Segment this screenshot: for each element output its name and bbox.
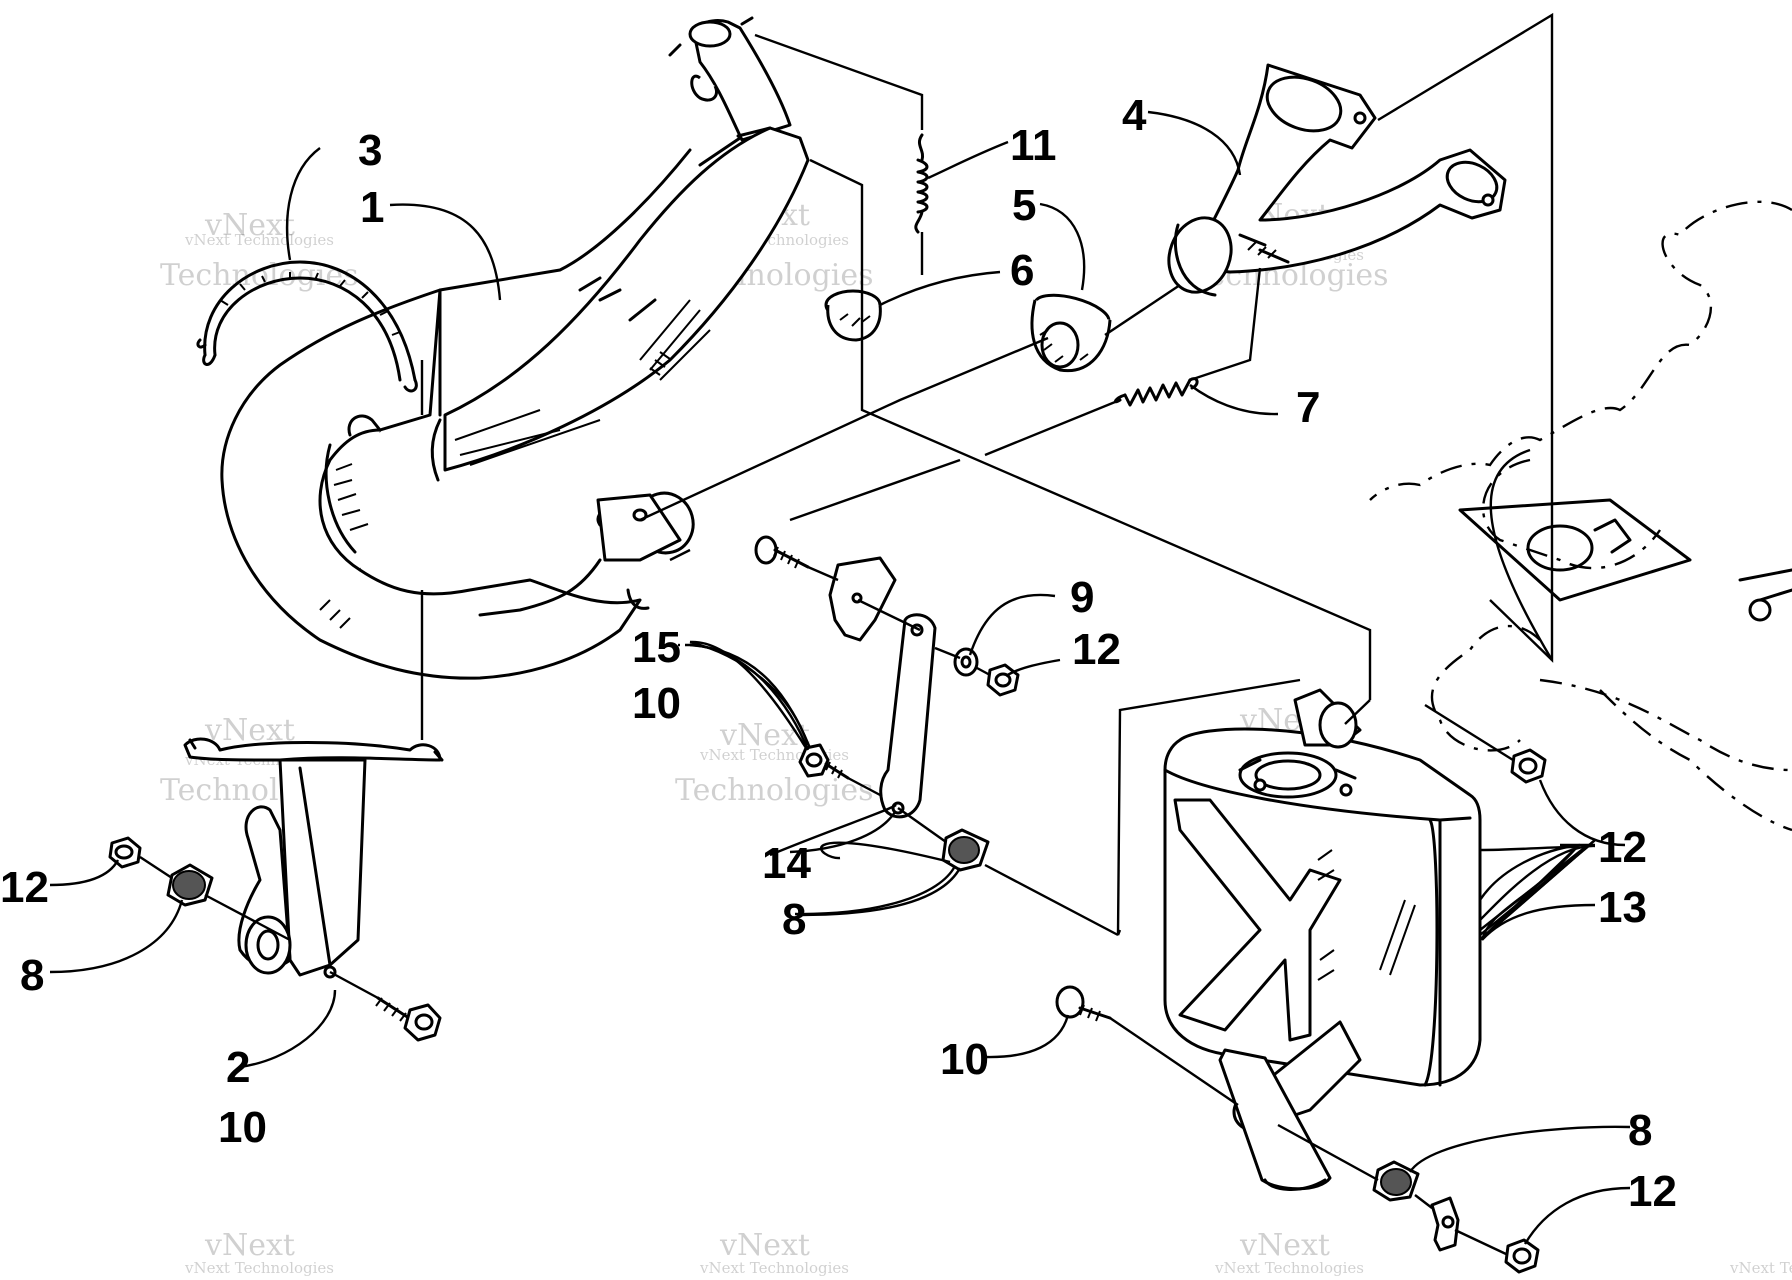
part-5-seal-ring bbox=[1030, 293, 1112, 373]
callout-8-mid: 8 bbox=[782, 895, 806, 944]
callout-3: 3 bbox=[358, 126, 382, 175]
callout-1: 1 bbox=[360, 183, 384, 232]
watermark-bottom: vNext vNext Technologies vNext vNext Tec… bbox=[184, 1228, 1792, 1277]
svg-text:vNext: vNext bbox=[719, 1228, 810, 1263]
part-7-spring bbox=[1113, 377, 1199, 407]
svg-text:vNext: vNext bbox=[204, 1228, 295, 1263]
callout-5: 5 bbox=[1012, 181, 1036, 230]
leader-lines bbox=[239, 110, 1596, 1069]
callout-10-right: 10 bbox=[940, 1035, 989, 1084]
svg-text:vNext Technologies: vNext Technologies bbox=[1729, 1259, 1792, 1277]
callout-9: 9 bbox=[1070, 573, 1094, 622]
part-clip bbox=[1430, 1196, 1460, 1252]
callout-12-mid: 12 bbox=[1072, 625, 1121, 674]
part-11-spring bbox=[914, 133, 929, 234]
reference-lines bbox=[1377, 12, 1554, 663]
part-8-bushing-middle bbox=[941, 828, 990, 872]
callout-10-left: 10 bbox=[218, 1103, 267, 1152]
svg-text:vNext Technologies: vNext Technologies bbox=[1214, 1259, 1364, 1277]
part-3-hook-band bbox=[196, 260, 418, 393]
part-6-grommet bbox=[824, 289, 882, 342]
svg-text:vNext: vNext bbox=[1239, 1228, 1330, 1263]
part-12-nut-right-bottom bbox=[1504, 1238, 1540, 1274]
callout-2: 2 bbox=[226, 1043, 250, 1092]
part-12-nut-left bbox=[108, 836, 142, 869]
part-12-nut-right-top bbox=[1510, 748, 1547, 784]
callout-12-right-top: 12 bbox=[1598, 823, 1647, 872]
callout-15: 15 bbox=[632, 623, 681, 672]
assembly-lines bbox=[139, 33, 1514, 1256]
watermark-top-left: vNext vNext Technologies Technologies bbox=[160, 208, 359, 293]
callout-11: 11 bbox=[1010, 121, 1057, 170]
part-10-bolt-middle bbox=[798, 743, 850, 780]
part-8-bushing-left bbox=[166, 863, 214, 907]
part-shield-plate bbox=[828, 556, 897, 642]
svg-text:vNext Technologies: vNext Technologies bbox=[699, 1259, 849, 1277]
part-13-muffler bbox=[1163, 688, 1482, 1191]
part-1-expansion-chamber bbox=[220, 16, 810, 680]
callout-12-right-bottom: 12 bbox=[1628, 1167, 1677, 1216]
svg-text:Technologies: Technologies bbox=[675, 773, 874, 808]
callout-14: 14 bbox=[762, 839, 811, 888]
part-12-nut-middle bbox=[986, 663, 1020, 697]
part-10-bolt-left bbox=[375, 996, 442, 1042]
part-2-mount-bracket bbox=[183, 737, 444, 979]
svg-text:vNext Technologies: vNext Technologies bbox=[184, 231, 334, 249]
part-8-bushing-right bbox=[1372, 1160, 1420, 1202]
callout-8-left: 8 bbox=[20, 951, 44, 1000]
svg-text:vNext: vNext bbox=[204, 208, 295, 243]
callout-13: 13 bbox=[1598, 883, 1647, 932]
part-9-washer bbox=[953, 647, 979, 677]
callout-8-right: 8 bbox=[1628, 1106, 1652, 1155]
part-15-bolt bbox=[754, 535, 810, 569]
callout-6: 6 bbox=[1010, 246, 1034, 295]
callout-4: 4 bbox=[1122, 91, 1147, 140]
leader-lines-clean bbox=[49, 643, 1631, 1245]
part-14-strap bbox=[879, 613, 937, 819]
part-10-bolt-right bbox=[1055, 985, 1112, 1022]
callout-10-mid: 10 bbox=[632, 679, 681, 728]
callout-7: 7 bbox=[1296, 383, 1320, 432]
engine-outline bbox=[1369, 200, 1792, 832]
callout-12-left: 12 bbox=[0, 863, 49, 912]
callout-labels: 3 1 11 4 5 6 7 9 12 15 10 14 8 12 8 2 10… bbox=[0, 91, 1677, 1216]
watermark-mid-center: vNext vNext Technologies Technologies bbox=[675, 718, 874, 808]
svg-text:vNext Technologies: vNext Technologies bbox=[184, 1259, 334, 1277]
